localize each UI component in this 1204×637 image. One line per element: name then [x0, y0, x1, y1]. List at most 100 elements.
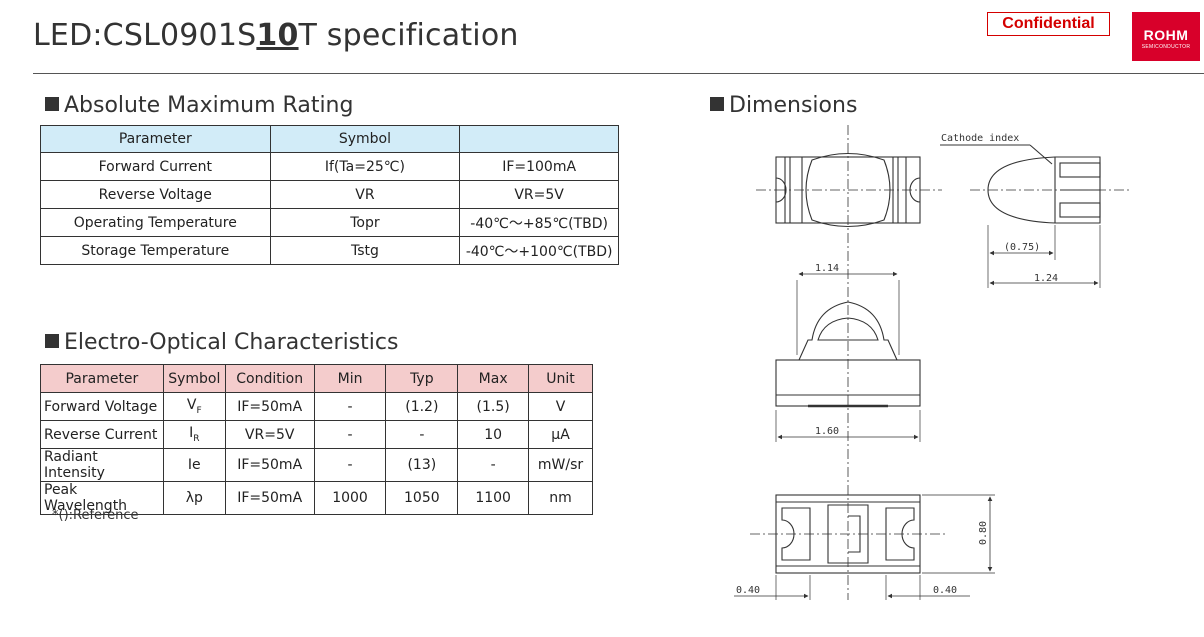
dimensions-heading: Dimensions — [710, 93, 857, 118]
cell-text: V — [186, 397, 197, 414]
rohm-logo-name: ROHM — [1143, 27, 1189, 43]
table-cell: - — [313, 448, 387, 482]
reference-note: *():Reference — [52, 508, 139, 523]
column-header: Parameter — [40, 364, 164, 393]
column-header: Symbol — [162, 364, 226, 393]
table-header-row: Parameter Symbol — [40, 125, 619, 153]
table-row: Peak Wavelength λp IF=50mA 1000 1050 1100 nm — [40, 481, 593, 515]
confidential-badge: Confidential — [987, 12, 1110, 36]
column-header: Min — [313, 364, 387, 393]
column-header: Symbol — [269, 125, 461, 153]
rohm-logo: ROHM SEMICONDUCTOR — [1132, 12, 1200, 61]
dim-075-label: (0.75) — [1004, 242, 1040, 253]
rohm-logo-sub: SEMICONDUCTOR — [1141, 44, 1191, 50]
table-cell: If(Ta=25℃) — [269, 152, 461, 181]
cell-text: - — [419, 426, 425, 443]
cell-text: 1050 — [404, 490, 440, 506]
table-cell: IF=100mA — [459, 152, 619, 181]
table-cell: 1100 — [457, 481, 530, 515]
column-header: Unit — [528, 364, 593, 393]
side-view — [940, 144, 1130, 288]
table-cell: IF=50mA — [224, 448, 315, 482]
cell-text: Radiant Intensity — [44, 449, 105, 481]
table-cell: - — [313, 420, 387, 449]
table-cell: -40℃～+85℃(TBD) — [459, 208, 619, 237]
table-cell: VR=5V — [459, 180, 619, 209]
table-cell: Peak Wavelength — [40, 481, 164, 515]
front-view — [775, 271, 921, 442]
table-cell: IF=50mA — [224, 392, 315, 421]
cell-text: 10 — [484, 426, 503, 443]
square-bullet-icon — [45, 334, 59, 348]
dim-160-label: 1.60 — [815, 426, 839, 437]
table-cell: 10 — [457, 420, 530, 449]
column-header — [459, 125, 619, 153]
cell-text: - — [490, 457, 496, 473]
dim-124-label: 1.24 — [1034, 273, 1058, 284]
dimensions-heading-text: Dimensions — [729, 93, 858, 118]
cell-text: - — [347, 398, 353, 415]
table-cell: (1.5) — [457, 392, 530, 421]
dimension-drawing: Cathode index (0.75) 1.24 1.14 1.60 0.80… — [734, 125, 1130, 600]
header-divider — [33, 73, 1204, 74]
cathode-index-label: Cathode index — [941, 133, 1019, 144]
eoc-heading-text: Electro-Optical Characteristics — [64, 330, 399, 355]
table-cell: mW/sr — [528, 448, 593, 482]
cell-text: IF=50mA — [237, 398, 303, 415]
table-cell: (1.2) — [385, 392, 459, 421]
bottom-view — [734, 494, 995, 600]
column-header: Condition — [224, 364, 315, 393]
table-cell: 1050 — [385, 481, 459, 515]
table-cell: VF — [162, 392, 226, 421]
table-cell: Reverse Voltage — [40, 180, 271, 209]
cell-text: V — [555, 398, 566, 415]
cell-text: IF=50mA — [237, 457, 303, 473]
table-cell: nm — [528, 481, 593, 515]
table-cell: Radiant Intensity — [40, 448, 164, 482]
cell-text: (1.2) — [405, 398, 439, 415]
cell-text: (1.5) — [476, 398, 510, 415]
table-cell: λp — [162, 481, 226, 515]
cell-subscript: F — [196, 405, 202, 416]
cell-text: λp — [185, 490, 203, 506]
table-cell: - — [313, 392, 387, 421]
cell-text: 1000 — [332, 490, 368, 506]
eoc-heading: Electro-Optical Characteristics — [45, 330, 398, 355]
cell-text: μA — [551, 426, 570, 443]
page-title: LED:CSL0901S10T specification — [33, 18, 519, 53]
table-cell: V — [528, 392, 593, 421]
title-bold: 10 — [256, 18, 299, 53]
table-cell: μA — [528, 420, 593, 449]
cell-text: IF=50mA — [237, 490, 303, 506]
title-prefix: LED:CSL0901S — [33, 18, 257, 53]
cell-text: 1100 — [475, 490, 511, 506]
electro-optical-table: Parameter Symbol Condition Min Typ Max U… — [40, 364, 593, 515]
table-header-row: Parameter Symbol Condition Min Typ Max U… — [40, 364, 593, 393]
square-bullet-icon — [45, 97, 59, 111]
table-cell: VR=5V — [224, 420, 315, 449]
cell-text: Peak Wavelength — [44, 482, 128, 514]
table-cell: Reverse Current — [40, 420, 164, 449]
cell-text: Forward Voltage — [44, 398, 158, 415]
table-cell: (13) — [385, 448, 459, 482]
cell-text: I — [189, 425, 194, 442]
table-cell: Ie — [162, 448, 226, 482]
table-cell: Tstg — [269, 236, 461, 265]
dim-040-left-label: 0.40 — [736, 585, 760, 596]
table-cell: -40℃～+100℃(TBD) — [459, 236, 619, 265]
table-cell: 1000 — [313, 481, 387, 515]
table-cell: IR — [162, 420, 226, 449]
table-cell: Forward Voltage — [40, 392, 164, 421]
title-suffix: T specification — [298, 18, 519, 53]
column-header: Typ — [385, 364, 459, 393]
table-cell: - — [457, 448, 530, 482]
amr-heading-text: Absolute Maximum Rating — [64, 93, 354, 118]
